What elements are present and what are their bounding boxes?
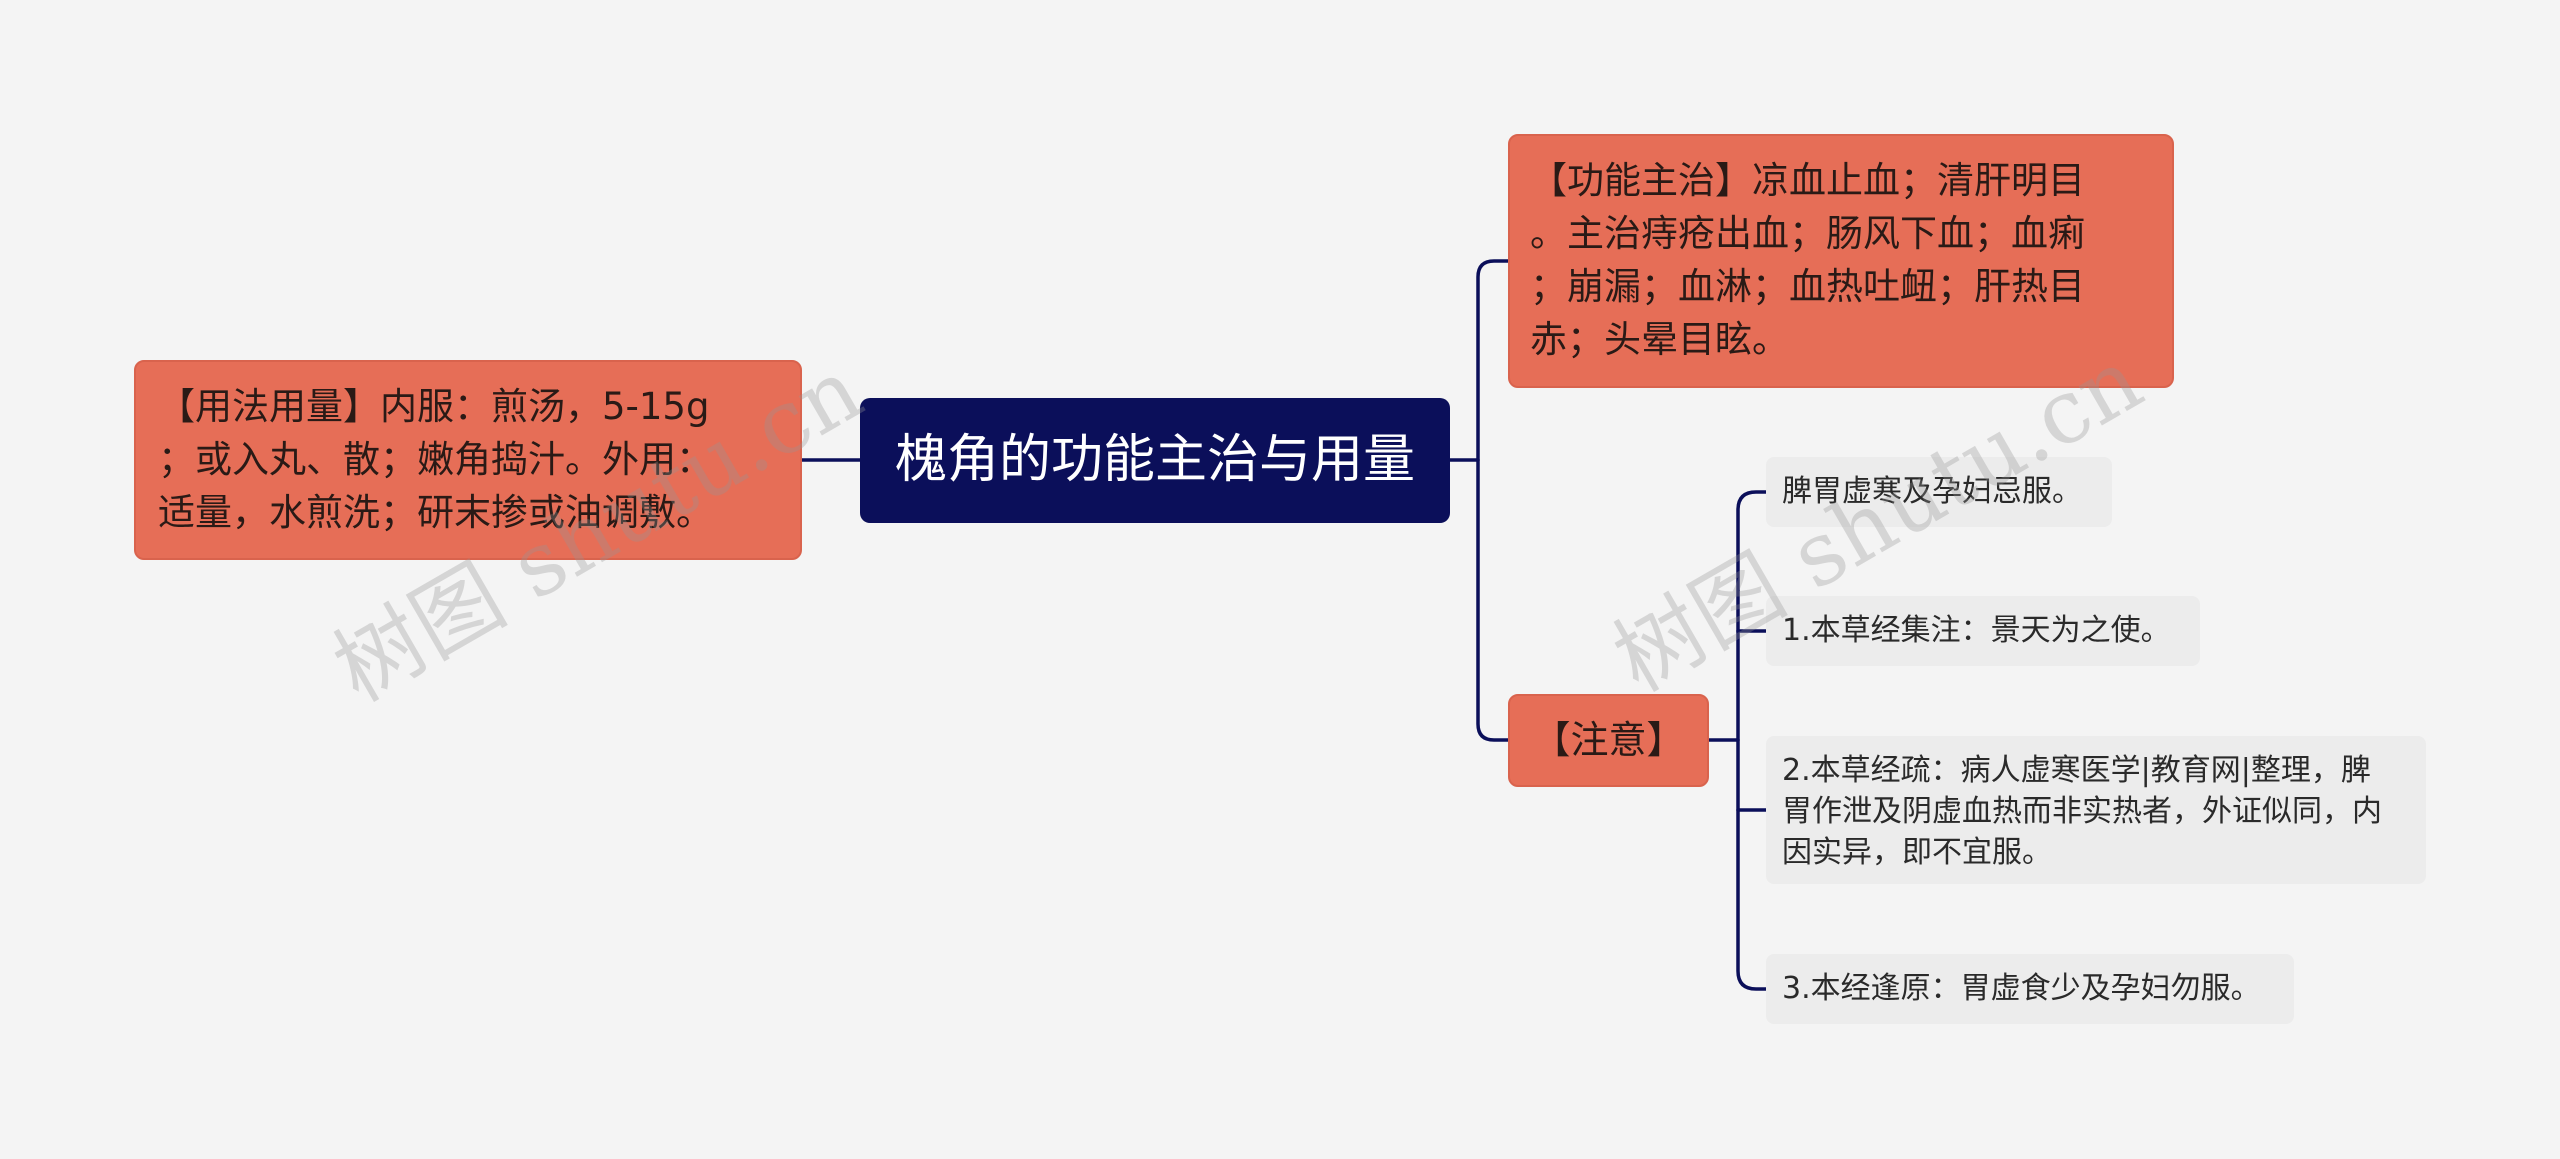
caution-item-4[interactable]: 3.本经逢原：胃虚食少及孕妇勿服。 [1766,954,2294,1024]
function-indication-node[interactable]: 【功能主治】凉血止血；清肝明目 。主治痔疮出血；肠风下血；血痢 ；崩漏；血淋；血… [1508,134,2174,388]
caution-item-1[interactable]: 脾胃虚寒及孕妇忌服。 [1766,457,2112,527]
caution-item-2[interactable]: 1.本草经集注：景天为之使。 [1766,596,2200,666]
caution-node[interactable]: 【注意】 [1508,694,1709,787]
caution-item-3[interactable]: 2.本草经疏：病人虚寒医学|教育网|整理，脾 胃作泄及阴虚血热而非实热者，外证似… [1766,736,2426,884]
root-node[interactable]: 槐角的功能主治与用量 [860,398,1450,523]
usage-dosage-node[interactable]: 【用法用量】内服：煎汤，5-15g ；或入丸、散；嫩角捣汁。外用： 适量，水煎洗… [134,360,802,560]
connector-note-branch [1736,490,1768,991]
connector-right-branch [1476,259,1510,742]
